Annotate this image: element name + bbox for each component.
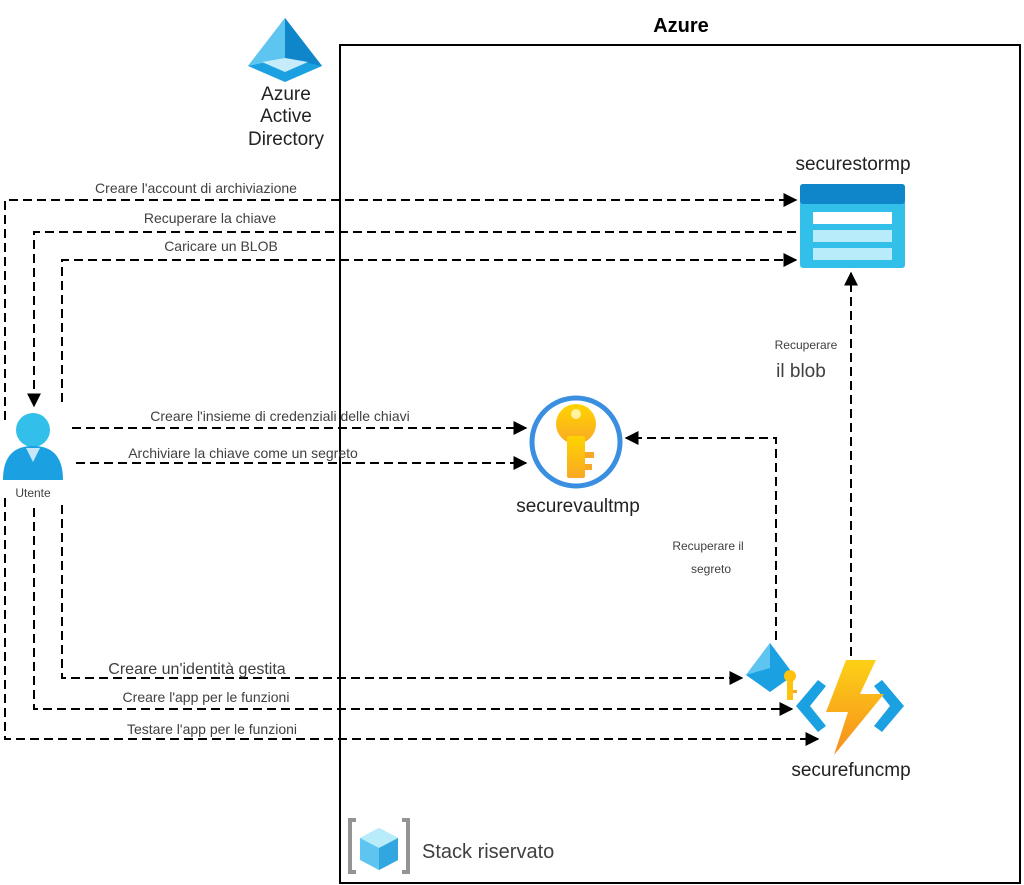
container-footer-label: Stack riservato bbox=[422, 841, 554, 863]
aad-label-line2: Active bbox=[260, 106, 312, 127]
user-icon bbox=[3, 413, 63, 480]
azure-container-title: Azure bbox=[653, 15, 709, 37]
aad-label-line1: Azure bbox=[261, 84, 311, 105]
function-app-icon bbox=[796, 660, 904, 755]
storage-account-icon bbox=[800, 184, 905, 268]
edge-create-identity bbox=[61, 505, 744, 685]
edge-upload-blob-label: Caricare un BLOB bbox=[164, 238, 278, 254]
key-vault-icon bbox=[529, 395, 623, 489]
managed-identity-icon bbox=[746, 643, 797, 700]
azure-container bbox=[339, 44, 1021, 884]
edge-create-funcapp-label: Creare l'app per le funzioni bbox=[123, 689, 290, 705]
edge-get-secret-label-line2: segreto bbox=[691, 562, 731, 576]
edge-create-identity-label: Creare un'identità gestita bbox=[108, 661, 285, 678]
function-label: securefuncmp bbox=[791, 760, 910, 781]
storage-label: securestormp bbox=[795, 154, 910, 175]
edge-create-storage-label: Creare l'account di archiviazione bbox=[95, 180, 297, 196]
edge-test-funcapp-label: Testare l'app per le funzioni bbox=[127, 721, 297, 737]
edge-create-funcapp bbox=[33, 508, 794, 716]
aad-label-line3: Directory bbox=[248, 129, 325, 150]
edge-create-storage bbox=[4, 193, 798, 420]
edge-test-funcapp bbox=[4, 498, 820, 746]
edge-get-key-label: Recuperare la chiave bbox=[144, 210, 277, 226]
edge-get-secret bbox=[624, 431, 777, 640]
edge-create-keyvault-label: Creare l'insieme di credenziali delle ch… bbox=[150, 408, 409, 424]
resource-group-icon bbox=[348, 818, 410, 874]
edge-get-key bbox=[27, 231, 796, 408]
edge-store-key-label: Archiviare la chiave come un segreto bbox=[128, 445, 358, 461]
azure-active-directory-icon bbox=[248, 18, 322, 82]
edge-get-blob-label-line1: Recuperare bbox=[775, 338, 838, 352]
edge-get-secret-label-line1: Recuperare il bbox=[672, 539, 743, 553]
vault-label: securevaultmp bbox=[516, 496, 640, 517]
user-label: Utente bbox=[15, 486, 51, 500]
edge-get-blob-label-line2: il blob bbox=[776, 361, 826, 382]
edge-upload-blob bbox=[61, 253, 798, 402]
